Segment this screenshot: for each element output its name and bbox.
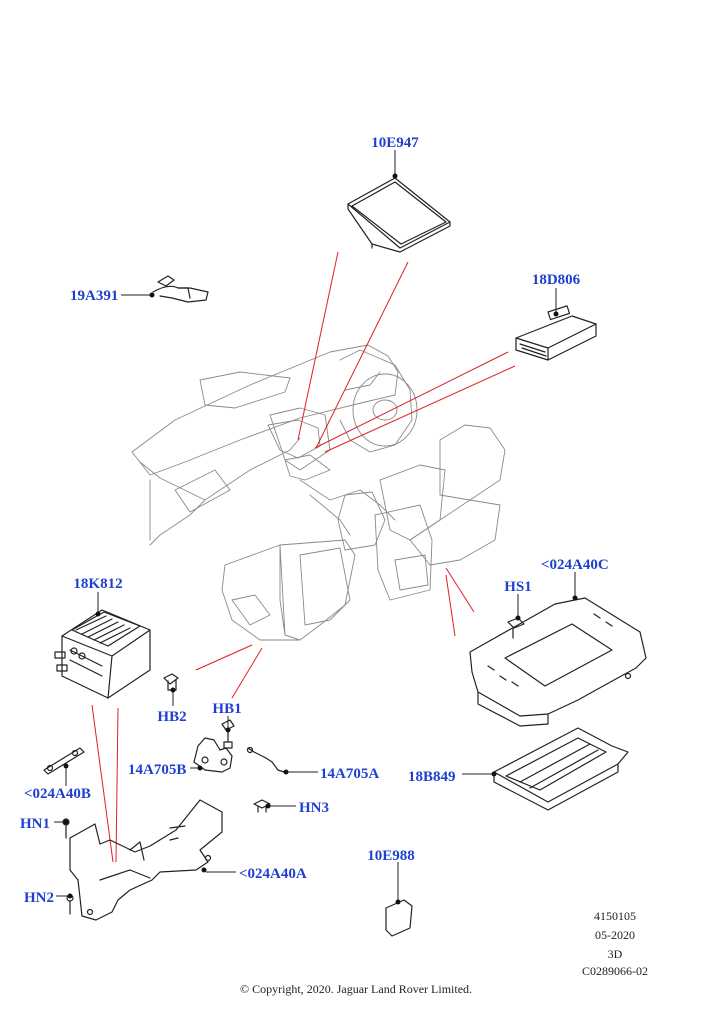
- callout-hb1: HB1: [212, 701, 241, 717]
- callout-10e947: 10E947: [371, 135, 419, 151]
- callout-18k812: 18K812: [73, 576, 122, 592]
- callout-10e988: 10E988: [367, 848, 415, 864]
- callout-hn1: HN1: [20, 816, 50, 832]
- callout-hn2: HN2: [24, 890, 54, 906]
- dashboard-interior-illustration: [131, 344, 506, 641]
- part-hs1-screw[interactable]: [507, 617, 525, 639]
- callout-14a705a: 14A705A: [320, 766, 379, 782]
- meta-view: 3D: [608, 947, 623, 961]
- part-18k812-amplifier[interactable]: [54, 609, 151, 699]
- part-024a40a-bracket-frame[interactable]: [69, 799, 223, 921]
- part-19a391-harness[interactable]: [152, 275, 209, 303]
- copyright-text: © Copyright, 2020. Jaguar Land Rover Lim…: [240, 982, 472, 996]
- meta-date: 05-2020: [595, 928, 635, 942]
- callout-18b849: 18B849: [408, 769, 456, 785]
- callout-024a40b: <024A40B: [24, 786, 91, 802]
- part-18b849-plate[interactable]: [493, 727, 629, 811]
- part-10e947-display-screen[interactable]: [347, 177, 451, 253]
- part-hb2-bolt[interactable]: [163, 673, 179, 691]
- callout-024a40c: <024A40C: [541, 557, 609, 573]
- part-10e988-cover[interactable]: [385, 899, 413, 937]
- part-18d806-module[interactable]: [515, 305, 597, 361]
- meta-ref: 4150105: [594, 909, 636, 923]
- callout-14a705b: 14A705B: [128, 762, 186, 778]
- callout-leaders: [54, 150, 578, 905]
- callout-024a40a: <024A40A: [239, 866, 307, 882]
- part-024a40b-strip[interactable]: [43, 747, 85, 775]
- callout-18d806: 18D806: [532, 272, 581, 288]
- callout-hn3: HN3: [299, 800, 329, 816]
- part-14a705a-wire[interactable]: [246, 746, 285, 773]
- callout-hs1: HS1: [504, 579, 532, 595]
- meta-code: C0289066-02: [582, 964, 648, 978]
- callout-hb2: HB2: [157, 709, 186, 725]
- callout-19a391: 19A391: [70, 288, 118, 304]
- location-indicator-lines: [91, 251, 516, 863]
- part-024a40c-tray[interactable]: [469, 597, 647, 727]
